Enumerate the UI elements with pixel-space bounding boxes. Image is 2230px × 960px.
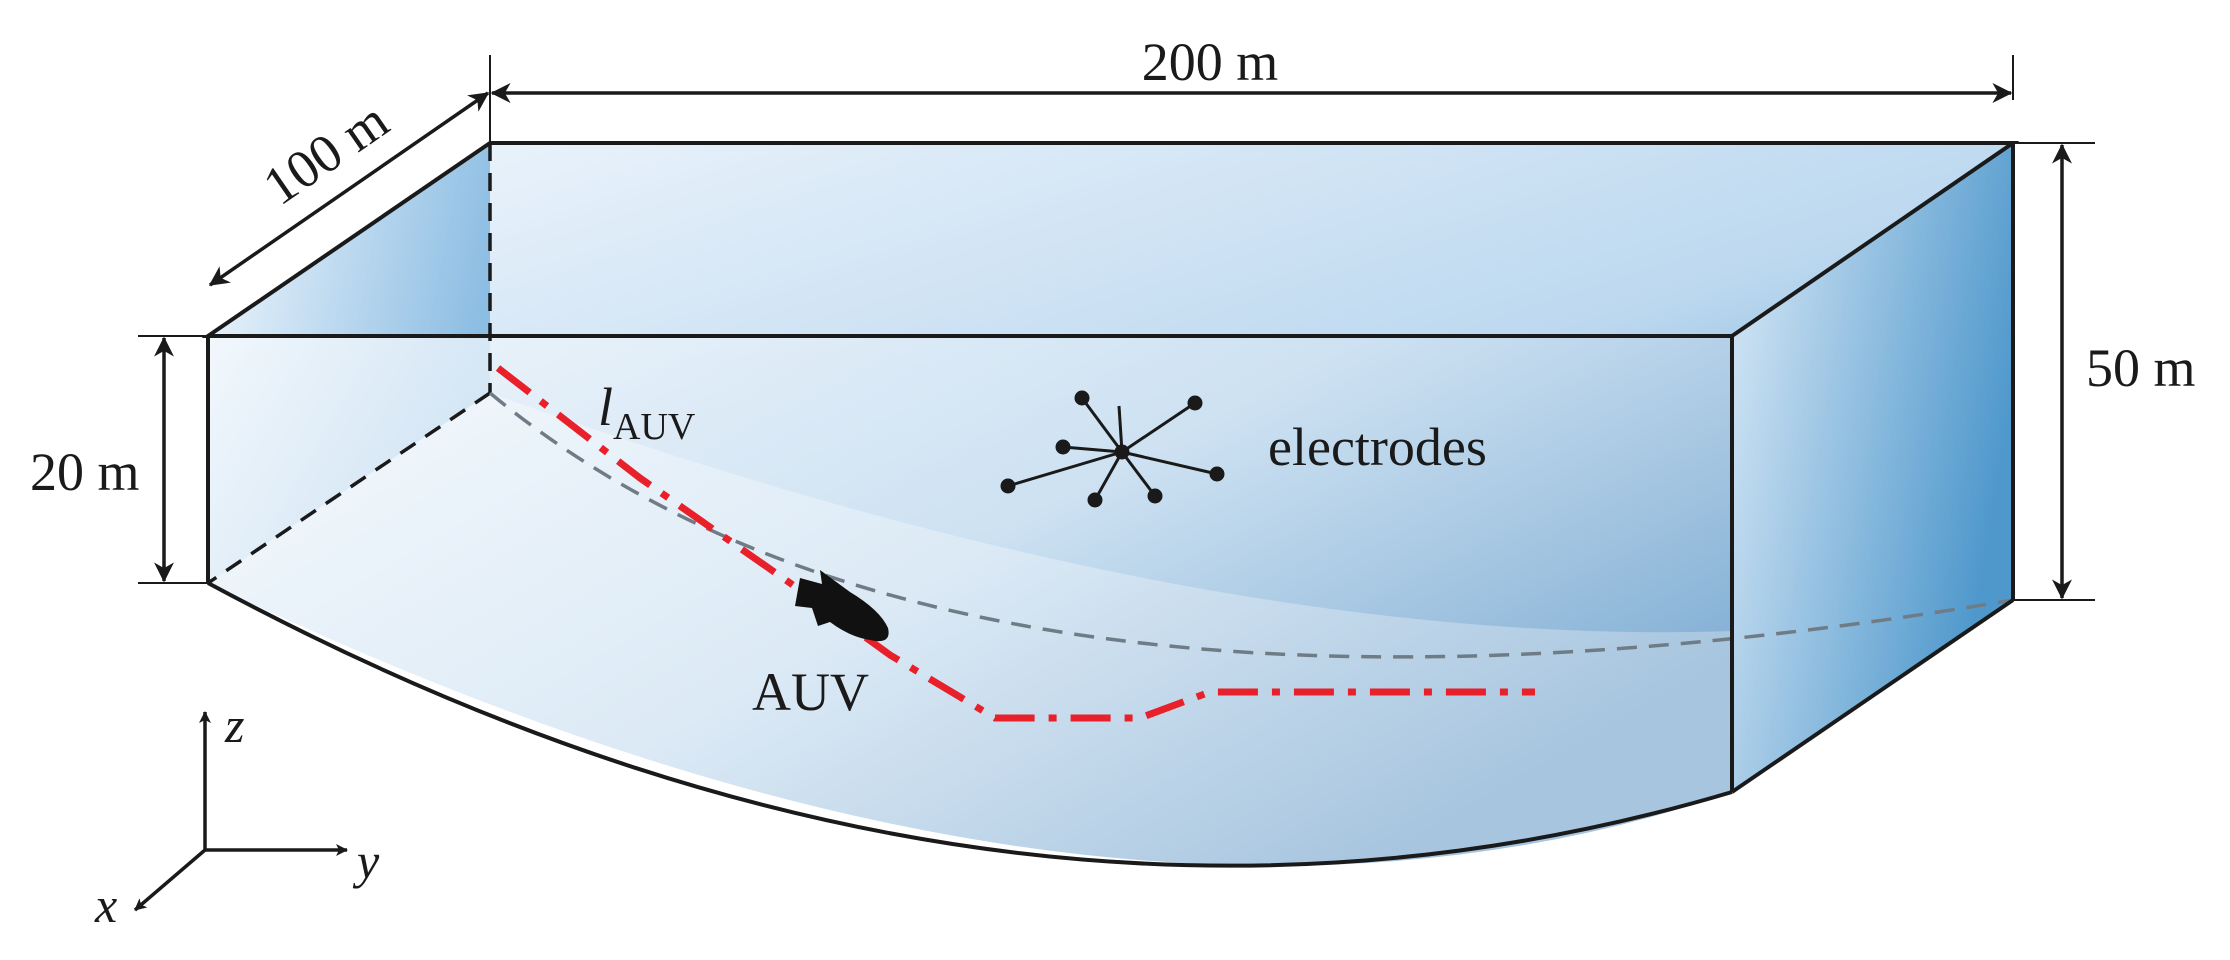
hidden-back-floor-edge: [207, 391, 491, 585]
length-label: 200 m: [1142, 32, 1279, 92]
electrodes-icon: [1000, 390, 1225, 508]
auv-icon: [795, 570, 889, 642]
front-bottom-curve: [207, 581, 1733, 868]
right-bottom-edge: [1730, 598, 2015, 794]
path-label: lAUV: [598, 377, 696, 448]
x-axis: [133, 848, 207, 912]
auv-path: [495, 365, 1535, 722]
width-label: 100 m: [253, 90, 399, 217]
y-axis-label: y: [352, 833, 380, 889]
electrodes-label: electrodes: [1268, 417, 1487, 477]
x-axis-label: x: [94, 877, 117, 933]
z-axis-label: z: [224, 697, 244, 753]
auv-label: AUV: [752, 662, 869, 722]
coordinate-axes: z y x: [94, 697, 380, 933]
width-dimension-line: [208, 91, 490, 287]
front-wall: [208, 336, 1732, 866]
path-subscript: AUV: [613, 406, 696, 448]
right-wall: [1732, 143, 2013, 792]
deep-label: 50 m: [2086, 338, 2196, 398]
path-symbol: l: [598, 377, 613, 437]
shallow-label: 20 m: [30, 442, 140, 502]
